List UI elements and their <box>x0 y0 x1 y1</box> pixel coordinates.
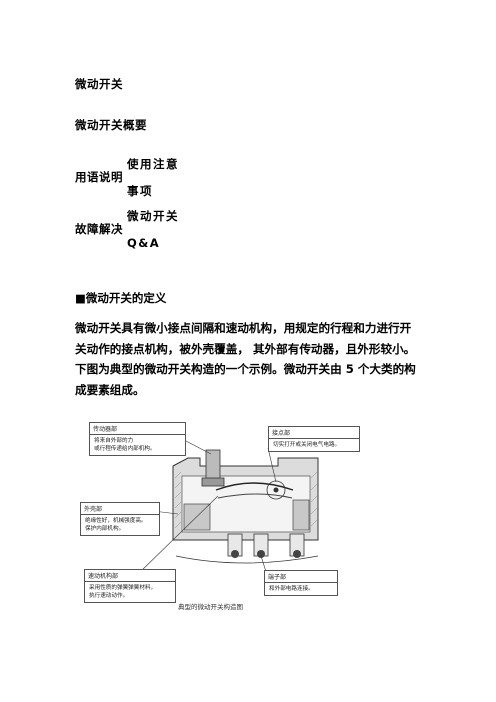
callout-title: 接点部 <box>269 427 359 439</box>
callout-text: 执行速动动作。 <box>89 593 129 599</box>
figure-caption: 典型的微动开关构造图 <box>178 603 243 611</box>
paragraph-line: 下图为典型的微动开关构造的一个示例。微动开关由 5 个大类的构 <box>75 362 416 377</box>
callout-text: 采用性质的弹簧弹簧材料， <box>89 585 157 591</box>
definition-heading: ■微动开关的定义 <box>75 291 167 305</box>
callout-actuator: 传动器部 将来自外部的力 或行程传递给内部机构。 <box>89 422 186 456</box>
doc-title: 微动开关 <box>75 77 123 91</box>
paragraph-line: 成要素组成。 <box>75 383 145 398</box>
callout-text: 绝缘性好，机械强度高。 <box>85 518 147 524</box>
paragraph-line: 关动作的接点机构，被外壳覆盖， 其外部有传动器，且外形较小。 <box>75 341 416 356</box>
usage-notes-link-line2[interactable]: 事项 <box>127 184 153 198</box>
callout-case: 外壳部 绝缘性好，机械强度高。 保护内部机构。 <box>80 502 160 536</box>
callout-text: 将来自外部的力 <box>94 438 134 444</box>
callout-title: 外壳部 <box>81 503 159 515</box>
switch-qa-link-line1[interactable]: 微动开关 <box>127 209 179 223</box>
callout-title: 端子部 <box>265 571 337 583</box>
usage-notes-link-line1[interactable]: 使用注意 <box>127 157 179 171</box>
callout-title: 传动器部 <box>90 423 185 435</box>
paragraph-line: 微动开关具有微小接点间隔和速动机构，用规定的行程和力进行开 <box>75 321 412 335</box>
callout-title: 速动机构部 <box>85 570 175 582</box>
terms-link[interactable]: 用语说明 <box>75 170 123 184</box>
callout-contact: 接点部 切实打开或关闭电气电路。 <box>268 426 360 452</box>
switch-cross-section-drawing <box>127 439 319 579</box>
callout-text: 或行程传递给内部机构。 <box>94 446 156 452</box>
callout-text: 和外部电路连接。 <box>269 586 314 592</box>
definition-paragraph: 微动开关具有微小接点间隔和速动机构，用规定的行程和力进行开 关动作的接点机构，被… <box>75 318 425 401</box>
callout-terminal: 端子部 和外部电路连接。 <box>264 570 338 596</box>
switch-structure-figure: 传动器部 将来自外部的力 或行程传递给内部机构。 接点部 切实打开或关闭电气电路… <box>78 418 361 614</box>
callout-snap-spring: 速动机构部 采用性质的弹簧弹簧材料， 执行速动动作。 <box>84 569 176 603</box>
callout-text: 保护内部机构。 <box>85 526 125 532</box>
callout-text: 切实打开或关闭电气电路。 <box>273 442 341 448</box>
switch-qa-link-line2[interactable]: Q&A <box>127 236 161 250</box>
overview-link[interactable]: 微动开关概要 <box>75 118 147 132</box>
troubleshoot-link[interactable]: 故障解决 <box>75 222 123 236</box>
